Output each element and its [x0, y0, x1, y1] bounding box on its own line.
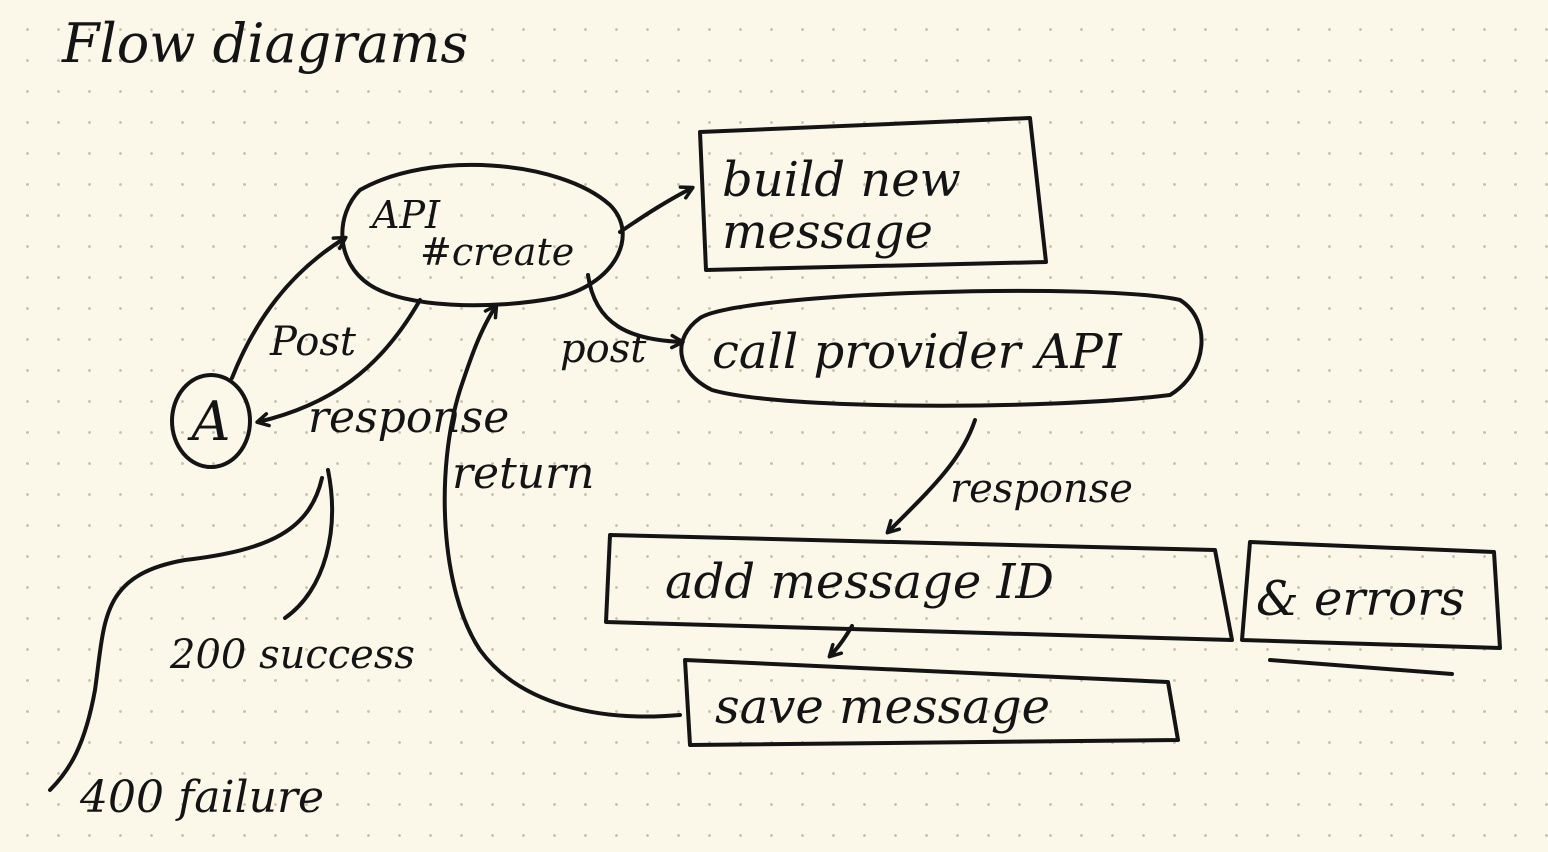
save-message-label: save message [715, 679, 1050, 735]
edge-return [442, 303, 682, 719]
edge-response-to-actor-label: response [308, 392, 509, 443]
errors-underline [1268, 658, 1454, 676]
edge-post-to-api-label: Post [269, 319, 357, 365]
edge-api-to-build [618, 185, 695, 234]
edge-return-label: return [452, 448, 594, 499]
add-message-id-node [604, 533, 1234, 642]
actor-node [170, 373, 252, 469]
edge-post-to-api [230, 235, 348, 380]
build-message-node [698, 116, 1048, 272]
api-label: API [369, 193, 441, 237]
edge-provider-response [885, 418, 977, 535]
add-message-id-label: add message ID [665, 554, 1054, 610]
diagram-title: Flow diagrams [61, 12, 468, 75]
failure-note: 400 failure [79, 772, 324, 823]
errors-node [1240, 540, 1502, 650]
save-message-node [683, 658, 1180, 747]
call-provider-label: call provider API [712, 324, 1123, 380]
create-label: #create [420, 230, 574, 274]
build-label-line2: message [722, 204, 933, 260]
edge-response-to-actor [255, 298, 422, 428]
success-note: 200 success [169, 632, 415, 678]
edge-post-to-provider-label: post [560, 326, 647, 372]
edge-provider-response-label: response [950, 466, 1133, 512]
edge-add-id-to-save [827, 624, 854, 659]
failure-callout [48, 476, 324, 792]
api-create-node [340, 162, 625, 308]
edge-post-to-provider [586, 273, 685, 350]
build-label-line1: build new [722, 152, 961, 208]
actor-label: A [187, 390, 231, 453]
errors-label: & errors [1256, 571, 1465, 627]
call-provider-node [679, 288, 1204, 408]
success-callout [283, 468, 335, 620]
